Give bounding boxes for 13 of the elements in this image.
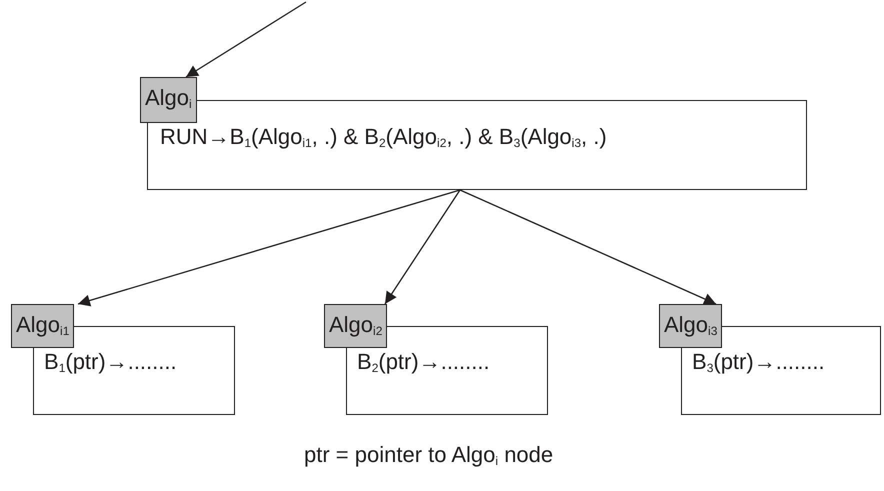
arrow [78, 189, 460, 306]
note: ptr = pointer to Algo$_{i}$ node [304, 442, 554, 468]
node-title: Algo$_{i}$ [140, 77, 197, 123]
arrow [460, 189, 716, 305]
node-text: RUN→B$_{1}$(Algo$_{i1}$, .) & B$_{2}$(Algo$_{i2}$, .) & B$_{3}$(Algo$_{i3}$, .) [160, 124, 607, 150]
node-title: Algo$_{i2}$ [324, 304, 388, 348]
node-text: B$_{2}$(ptr)→........ [357, 349, 490, 375]
arrow [384, 190, 461, 304]
node-text: B$_{3}$(ptr)→........ [692, 349, 825, 375]
node-text: B$_{1}$(ptr)→........ [44, 349, 177, 375]
arrow [186, 1, 306, 78]
node-title: Algo$_{i3}$ [659, 304, 722, 348]
node-title: Algo$_{i1}$ [11, 304, 74, 348]
